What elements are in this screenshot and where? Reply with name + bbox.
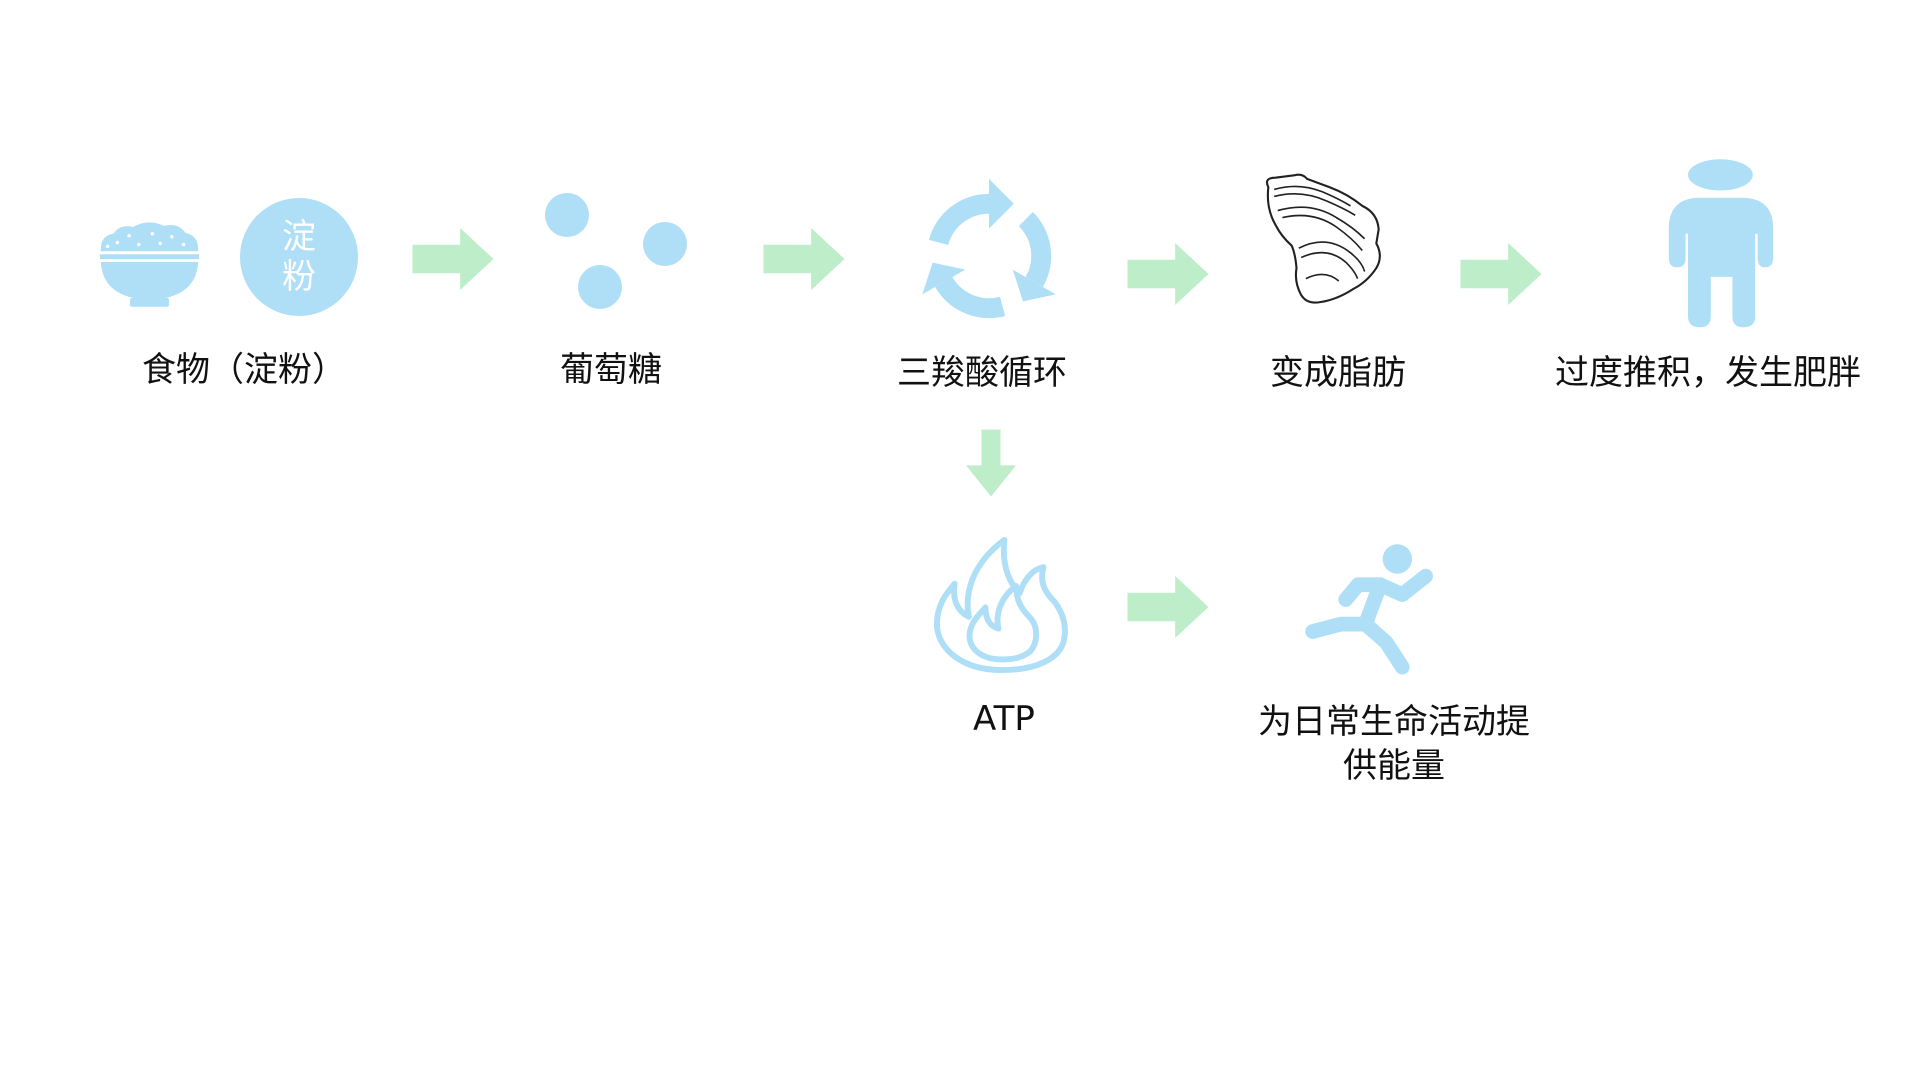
obesity-label: 过度推积，发生肥胖	[1555, 353, 1861, 393]
arrow-right-icon	[1127, 576, 1209, 638]
glucose-label: 葡萄糖	[560, 350, 662, 390]
atp-label: ATP	[973, 699, 1035, 739]
arrow-right-icon	[1460, 243, 1542, 305]
arrow-right-icon	[1127, 243, 1209, 305]
starch-circle-icon: 淀 粉	[240, 198, 358, 316]
arrow-right-icon	[412, 228, 494, 290]
food-label: 食物（淀粉）	[142, 350, 346, 390]
glucose-molecules-icon	[540, 188, 690, 314]
arrow-down-icon	[966, 429, 1016, 497]
starch-char-2: 粉	[282, 257, 316, 297]
recycle-icon	[902, 169, 1076, 323]
energy-label-line-2: 供能量	[1343, 746, 1445, 786]
flame-icon	[931, 534, 1073, 676]
running-person-icon	[1304, 543, 1433, 675]
glucose-dot	[578, 265, 622, 309]
glucose-dot	[643, 222, 687, 266]
energy-label: 为日常生命活动提 供能量	[1214, 700, 1574, 788]
energy-label-line-1: 为日常生命活动提	[1258, 702, 1530, 742]
arrow-right-icon	[763, 228, 845, 290]
starch-char-1: 淀	[282, 217, 316, 257]
person-icon	[1652, 158, 1790, 331]
fat-label: 变成脂肪	[1270, 353, 1406, 393]
fat-meat-icon	[1257, 173, 1390, 308]
rice-bowl-icon	[96, 216, 203, 308]
tca-label: 三羧酸循环	[897, 353, 1067, 393]
glucose-dot	[545, 193, 589, 237]
